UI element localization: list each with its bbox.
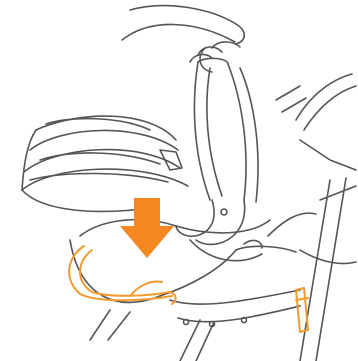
- carrier-handle: [176, 58, 258, 244]
- canopy: [22, 116, 188, 211]
- seat-shell: [70, 213, 316, 302]
- adapter-highlight: [69, 246, 308, 332]
- stroller-frame: [90, 74, 356, 361]
- down-arrow-icon: [120, 198, 174, 258]
- hand-drawing: [122, 6, 244, 72]
